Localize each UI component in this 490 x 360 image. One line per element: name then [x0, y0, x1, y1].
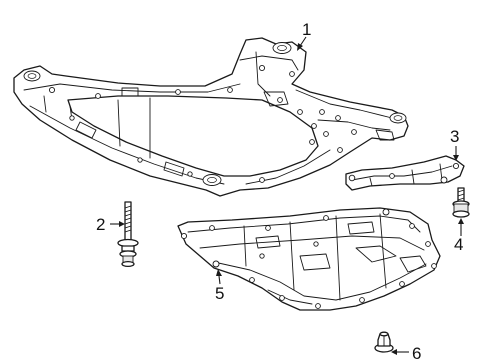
callout-2-label: 2	[96, 215, 105, 234]
brace-part	[345, 155, 465, 191]
callout-1: 1	[297, 20, 311, 51]
callout-1-label: 1	[302, 20, 311, 39]
callout-2: 2	[96, 215, 125, 234]
under-cover-part	[177, 207, 441, 311]
callout-4: 4	[454, 218, 464, 254]
callout-4-label: 4	[454, 235, 463, 254]
mount-bolt-part	[452, 187, 470, 218]
callout-3: 3	[450, 127, 459, 161]
callout-6: 6	[391, 344, 421, 360]
crossmember-part	[13, 37, 409, 197]
callout-3-label: 3	[450, 127, 459, 146]
clip-part	[374, 331, 394, 353]
callout-5-label: 5	[215, 284, 224, 303]
bolt-part	[117, 201, 139, 268]
callout-5: 5	[215, 269, 224, 303]
callout-6-label: 6	[412, 344, 421, 360]
